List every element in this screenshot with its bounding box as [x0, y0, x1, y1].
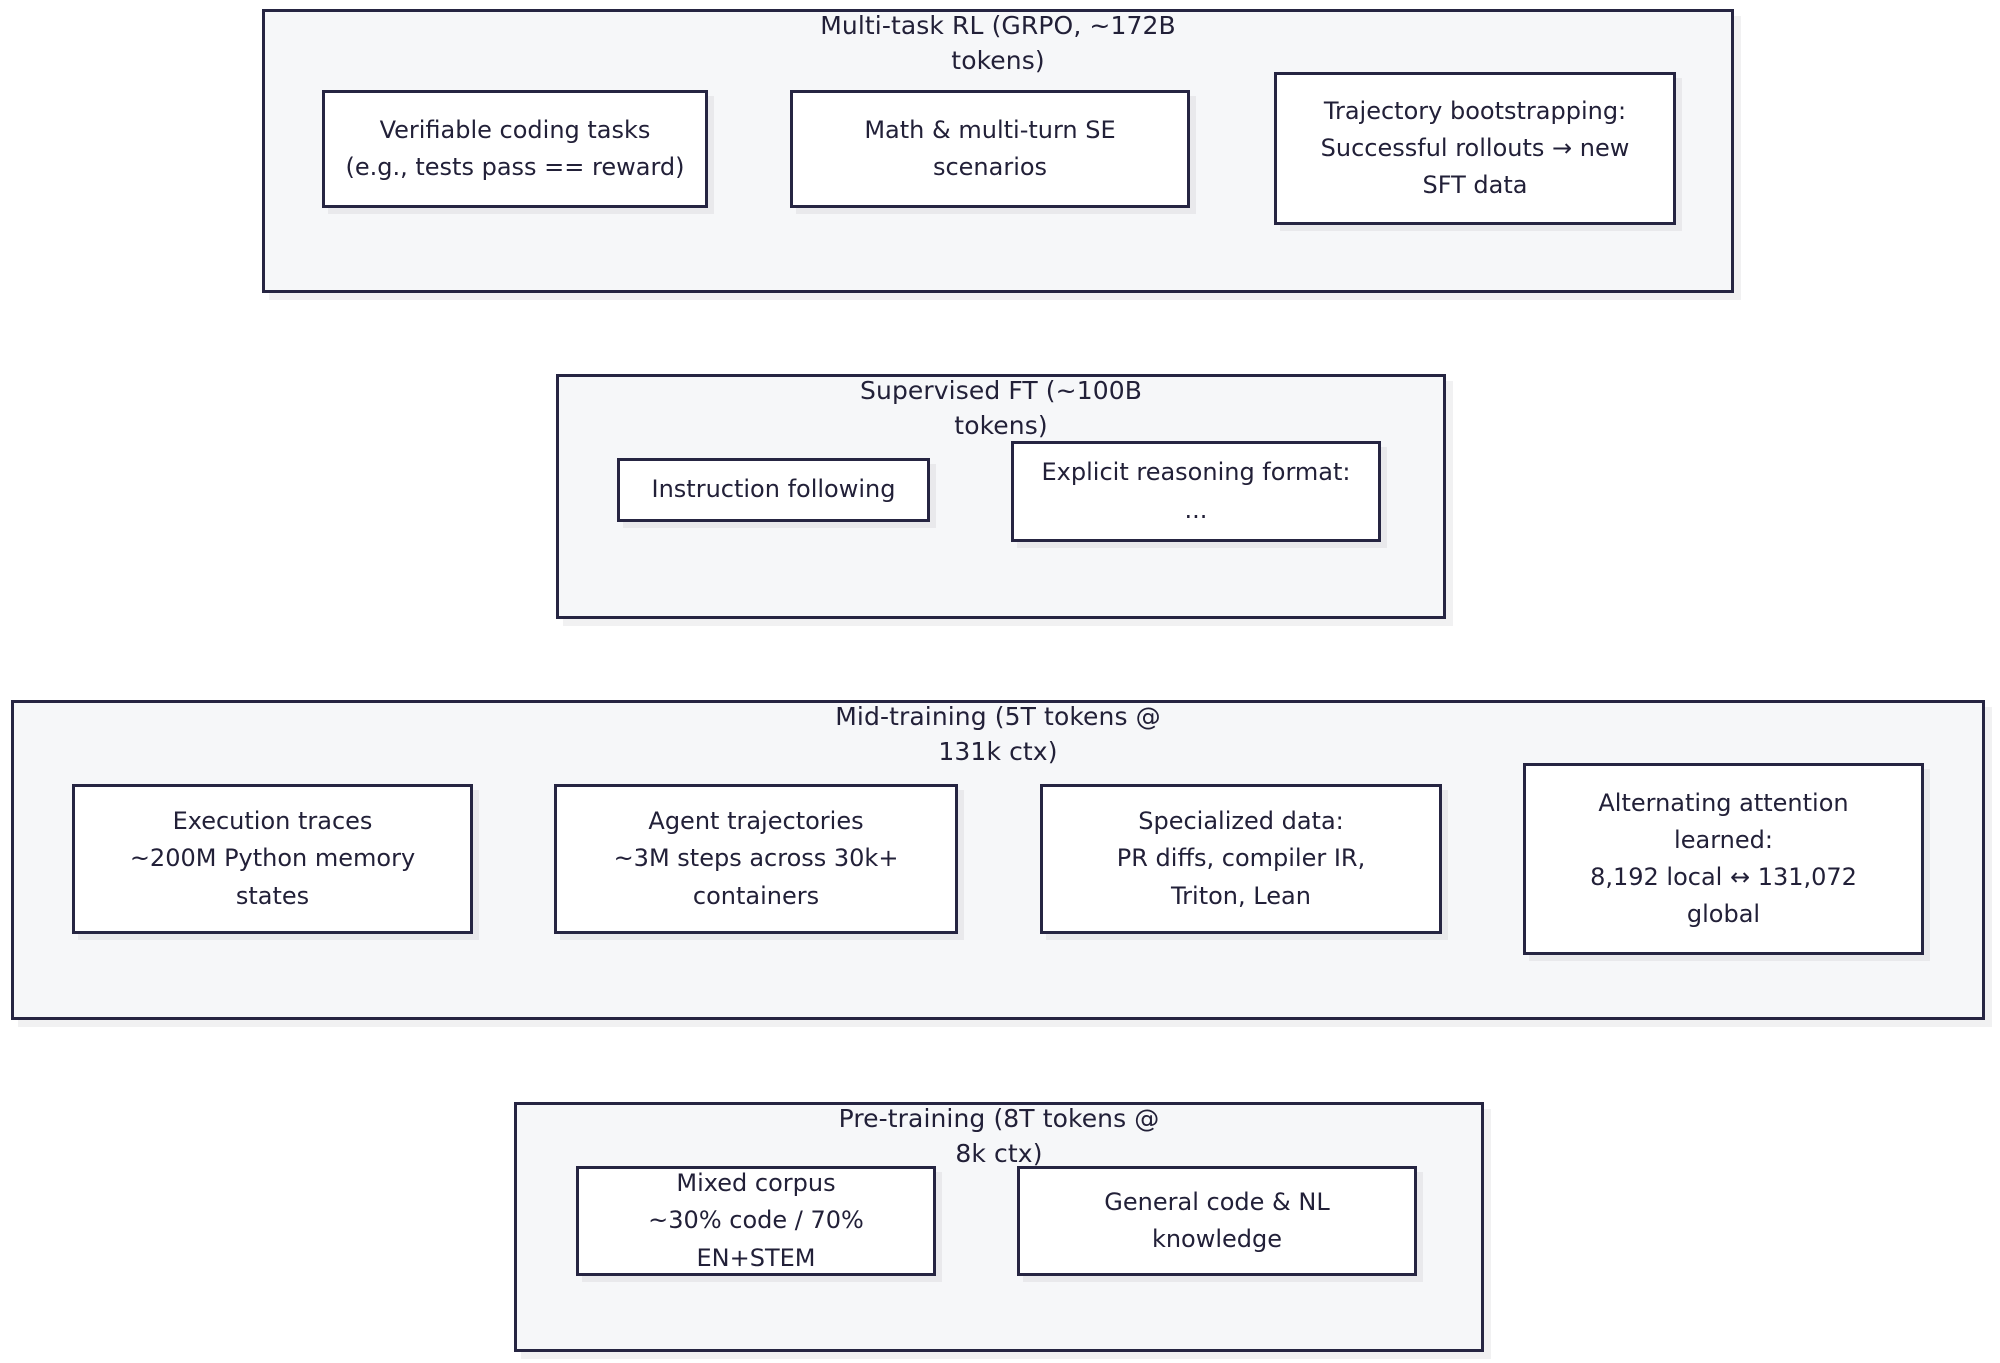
stage-title-pre-training: Pre-training (8T tokens @ 8k ctx)	[838, 1104, 1160, 1168]
box-alternating-attention[interactable]: Alternating attention learned: 8,192 loc…	[1523, 763, 1924, 955]
box-label: Instruction following	[651, 475, 896, 504]
box-label: General code & NL knowledge	[1104, 1187, 1330, 1253]
box-mixed-corpus[interactable]: Mixed corpus ~30% code / 70% EN+STEM	[576, 1166, 936, 1276]
stage-title-supervised-ft: Supervised FT (~100B tokens)	[860, 376, 1142, 440]
box-label: Alternating attention learned: 8,192 loc…	[1590, 788, 1857, 929]
box-instruction-following[interactable]: Instruction following	[617, 458, 930, 522]
box-label: Verifiable coding tasks (e.g., tests pas…	[345, 115, 685, 181]
box-execution-traces[interactable]: Execution traces ~200M Python memory sta…	[72, 784, 473, 934]
box-trajectory-bootstrapping[interactable]: Trajectory bootstrapping: Successful rol…	[1274, 72, 1676, 225]
box-general-code-nl-knowledge[interactable]: General code & NL knowledge	[1017, 1166, 1417, 1276]
box-label: Math & multi-turn SE scenarios	[864, 115, 1116, 181]
box-label: Explicit reasoning format: ...	[1041, 458, 1351, 524]
box-explicit-reasoning-format[interactable]: Explicit reasoning format: ...	[1011, 441, 1381, 542]
box-label: Mixed corpus ~30% code / 70% EN+STEM	[648, 1169, 864, 1272]
box-agent-trajectories[interactable]: Agent trajectories ~3M steps across 30k+…	[554, 784, 958, 934]
box-specialized-data[interactable]: Specialized data: PR diffs, compiler IR,…	[1040, 784, 1442, 934]
box-label: Trajectory bootstrapping: Successful rol…	[1320, 96, 1630, 200]
box-math-multi-turn-se[interactable]: Math & multi-turn SE scenarios	[790, 90, 1190, 208]
box-label: Execution traces ~200M Python memory sta…	[129, 807, 416, 910]
box-label: Specialized data: PR diffs, compiler IR,…	[1116, 807, 1366, 910]
stage-title-mid-training: Mid-training (5T tokens @ 131k ctx)	[835, 702, 1161, 766]
stage-title-multi-task-rl: Multi-task RL (GRPO, ~172B tokens)	[820, 11, 1176, 75]
box-verifiable-coding-tasks[interactable]: Verifiable coding tasks (e.g., tests pas…	[322, 90, 708, 208]
box-label: Agent trajectories ~3M steps across 30k+…	[613, 807, 899, 910]
